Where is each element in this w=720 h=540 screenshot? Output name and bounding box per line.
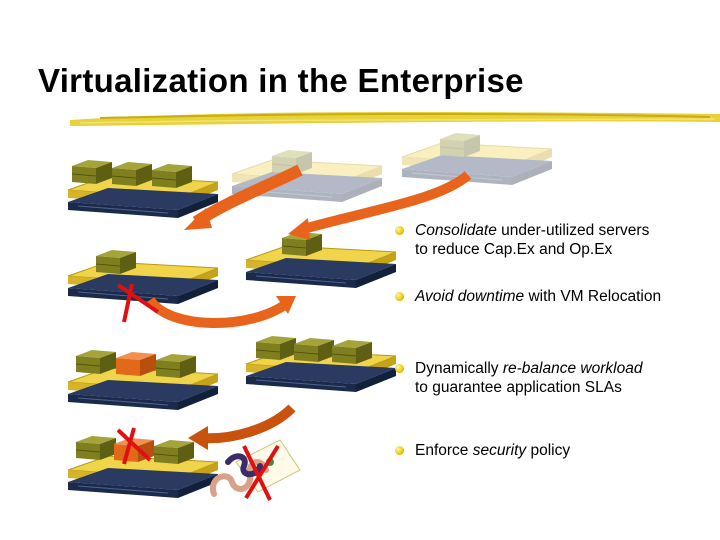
faded-server-2 (401, 132, 553, 186)
failure-x-icon (116, 427, 152, 465)
migration-arrow-icon (145, 296, 296, 328)
bullet-line: Consolidate under-utilized servers (415, 222, 650, 239)
bullet-line: Enforce security policy (415, 442, 571, 459)
failure-x-icon (116, 283, 160, 323)
bullet-line-2: to reduce Cap.Ex and Op.Ex (415, 241, 613, 258)
bullet-icon (395, 292, 404, 301)
server-target-1 (245, 231, 397, 289)
server-stack-2 (67, 249, 219, 305)
bullet-icon (395, 446, 404, 455)
bullet-line-2: to guarantee application SLAs (415, 379, 622, 396)
migration-arrow-icon (188, 404, 296, 450)
server-stack-1 (67, 159, 219, 219)
server-stack-4 (67, 435, 219, 499)
migration-arrow-icon (288, 171, 472, 240)
migration-arrow-icon (184, 164, 303, 230)
bullet-icon (395, 226, 404, 235)
server-stack-3 (67, 349, 219, 411)
bullet-line: Dynamically re-balance workload (415, 360, 643, 377)
server-target-2 (245, 335, 397, 393)
bullet-line: Avoid downtime with VM Relocation (415, 288, 662, 305)
bullet-icon (395, 364, 404, 373)
title-underline (70, 112, 720, 126)
worm-icon (209, 439, 301, 501)
slide-title: Virtualization in the Enterprise (38, 62, 524, 99)
